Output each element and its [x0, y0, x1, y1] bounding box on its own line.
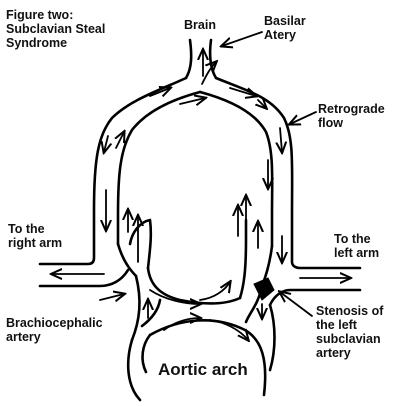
- pointer-stenosis: [280, 292, 313, 317]
- flow-arrow-left-up-1: [116, 132, 124, 149]
- label-basilar-artery: Basilar Atery: [264, 14, 306, 42]
- label-left-arm: To the left arm: [334, 232, 380, 260]
- flow-arrow-aorta-arch: [209, 319, 248, 340]
- pointer-retrograde: [290, 111, 317, 124]
- central-vessel-right-wall: [238, 218, 248, 300]
- brachiocephalic-left-wall: [130, 274, 141, 342]
- left-subclavian-lower-wall: [268, 288, 362, 307]
- label-stenosis: Stenosis of the left subclavian artery: [316, 304, 384, 360]
- left-subclavian-origin-wall-2: [268, 303, 276, 372]
- pointer-basilar: [222, 31, 263, 46]
- flow-arrow-top-left: [149, 88, 170, 96]
- flow-arrow-basilar-right: [201, 62, 216, 85]
- flow-arrow-inner-loop-2: [199, 282, 230, 301]
- flow-arrow-aorta-up: [163, 318, 200, 331]
- flow-arrow-right-upper: [258, 100, 266, 108]
- flow-arrow-right-down-1: [280, 127, 282, 152]
- pointer-arrows: [99, 31, 317, 317]
- aortic-arch-outer-wall: [126, 338, 142, 402]
- left-vertebral-outer-wall: [38, 76, 188, 266]
- right-subclavian-lower-wall: [38, 268, 130, 288]
- aortic-arch-top-wall: [148, 319, 267, 397]
- flow-arrow-inner-loop-1: [149, 289, 200, 304]
- aortic-arch-inner-wall: [141, 333, 152, 374]
- right-inner-branch-wall-2: [116, 242, 138, 278]
- flow-arrow-top-right: [229, 87, 256, 96]
- vessel-walls: [38, 38, 362, 402]
- right-vertebral-inner-wall: [116, 90, 202, 246]
- label-right-arm: To the right arm: [8, 222, 63, 250]
- flow-arrow-top-mid: [179, 98, 205, 104]
- flow-arrow-left-down-1: [104, 135, 108, 152]
- label-brachiocephalic-artery: Brachiocephalic artery: [6, 316, 103, 344]
- right-inner-branch-wall: [128, 218, 153, 270]
- diagram-title: Figure two: Subclavian Steal Syndrome: [6, 8, 106, 50]
- stenosis-blockage: [253, 277, 275, 301]
- central-vessel-left-wall: [146, 266, 242, 305]
- label-brain: Brain: [184, 18, 216, 32]
- basilar-trunk-left-wall: [184, 38, 193, 80]
- left-vertebral-inner-wall: [198, 90, 274, 248]
- pointer-brachiocephalic: [99, 294, 124, 300]
- label-aortic-arch: Aortic arch: [158, 360, 248, 379]
- brachiocephalic-right-wall: [140, 298, 162, 328]
- flow-arrows: [52, 50, 350, 340]
- basilar-trunk-right-wall: [208, 38, 218, 80]
- label-retrograde-flow: Retrograde flow: [318, 102, 385, 130]
